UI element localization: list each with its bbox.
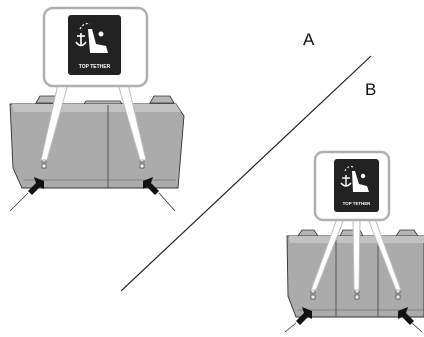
arrow-a-right [143, 177, 176, 212]
callout-beams-b [310, 218, 402, 291]
label-b: B [365, 80, 377, 99]
seat-a [9, 95, 185, 189]
label-a: A [303, 30, 315, 49]
child-seat-anchor-icon [340, 166, 369, 192]
child-seat-anchor-icon [75, 22, 108, 53]
arrow-b-right [398, 307, 423, 333]
divider-line [120, 55, 372, 292]
top-tether-badge: TOP TETHER [68, 15, 121, 75]
badge-label: TOP TETHER [79, 64, 111, 70]
badge-label: TOP TETHER [343, 201, 371, 206]
arrow-a-left [9, 177, 44, 212]
arrow-b-left [284, 307, 312, 333]
top-tether-badge: TOP TETHER [334, 159, 379, 212]
